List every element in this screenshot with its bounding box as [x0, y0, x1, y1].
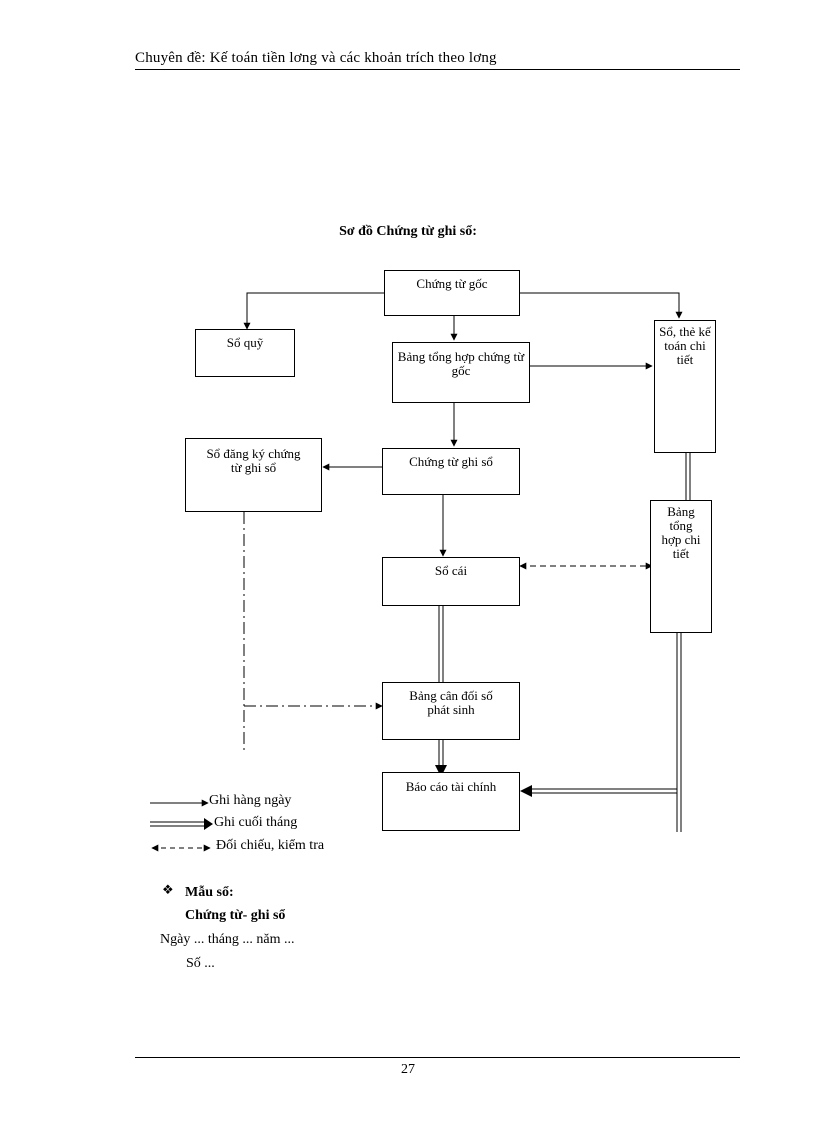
- footer-rule: [135, 1057, 740, 1058]
- page-header: Chuyên đề: Kế toán tiền lơng và các khoả…: [135, 50, 497, 66]
- page-number: 27: [401, 1062, 415, 1077]
- box-bang-can-doi-so-phat-sinh: Bảng cân đối số phát sinh: [382, 682, 520, 740]
- sample-number-line: Số ...: [186, 956, 215, 971]
- legend-reconcile: Đối chiếu, kiểm tra: [216, 838, 325, 853]
- bullet-icon: ❖: [162, 882, 174, 897]
- header-rule: [135, 69, 740, 70]
- box-chung-tu-ghi-so: Chứng từ ghi sổ: [382, 448, 520, 495]
- diagram-title: Sơ đồ Chứng từ ghi sổ:: [339, 224, 477, 239]
- box-so-dang-ky-chung-tu-ghi-so: Sổ đăng ký chứng từ ghi sổ: [185, 438, 322, 512]
- box-bang-tong-hop-chi-tiet: Bảng tổng hợp chi tiết: [650, 500, 712, 633]
- legend-monthly: Ghi cuối tháng: [214, 815, 298, 830]
- sample-heading: Mẫu sổ:: [185, 885, 234, 900]
- box-so-the-ke-toan-chi-tiet: Sổ, thẻ kế toán chi tiết: [654, 320, 716, 453]
- legend-daily: Ghi hàng ngày: [209, 793, 292, 808]
- box-so-cai: Sổ cái: [382, 557, 520, 606]
- sample-date-line: Ngày ... tháng ... năm ...: [160, 932, 295, 947]
- box-bang-tong-hop-chung-tu-goc: Bảng tổng hợp chứng từ gốc: [392, 342, 530, 403]
- box-bao-cao-tai-chinh: Báo cáo tài chính: [382, 772, 520, 831]
- box-chung-tu-goc: Chứng từ gốc: [384, 270, 520, 316]
- sample-subheading: Chứng từ- ghi sổ: [185, 908, 286, 923]
- box-so-quy: Sổ quỹ: [195, 329, 295, 377]
